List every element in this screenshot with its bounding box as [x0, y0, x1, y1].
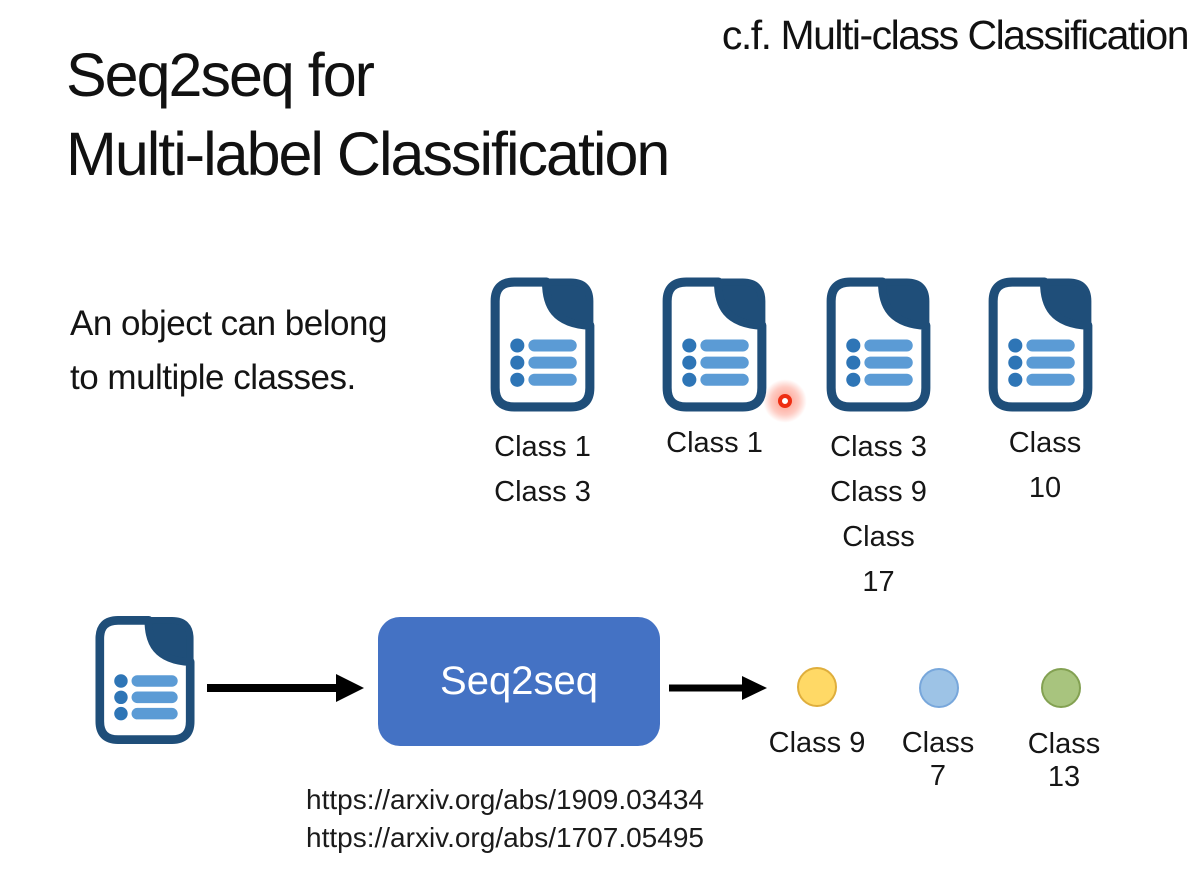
reference-url: https://arxiv.org/abs/1909.03434: [306, 784, 704, 815]
class-circle-green: [1041, 668, 1081, 708]
document-list-icon: [662, 277, 767, 412]
class-circle-blue: [919, 668, 959, 708]
seq2seq-box: Seq2seq: [378, 617, 660, 746]
class-label: Class 3: [494, 476, 591, 508]
corner-note: c.f. Multi-class Classification: [721, 12, 1190, 58]
output-class-label: Class 13: [1027, 728, 1101, 793]
right-arrow-icon: [207, 674, 364, 702]
output-class-label: Class 9: [768, 727, 866, 759]
reference-url: https://arxiv.org/abs/1707.05495: [306, 822, 704, 853]
reference-links: https://arxiv.org/abs/1909.03434 https:/…: [306, 781, 704, 857]
intro-text: An object can belong to multiple classes…: [70, 304, 387, 397]
example-doc-1-labels: Class 1 Class 3: [490, 425, 595, 515]
class-label: Class 1: [494, 431, 591, 463]
document-list-icon: [988, 277, 1093, 412]
class-label: Class 1: [666, 427, 763, 459]
class-circle-yellow: [797, 667, 837, 707]
seq2seq-label: Seq2seq: [440, 659, 598, 703]
class-label: Class 3: [830, 431, 927, 463]
output-class-label: Class 7: [901, 727, 975, 792]
class-label: Class 10: [1008, 427, 1082, 504]
example-doc-2-labels: Class 1: [662, 421, 767, 466]
flow-input-document-icon: [95, 616, 195, 744]
class-label: Class 9: [830, 476, 927, 508]
document-list-icon: [826, 277, 931, 412]
laser-pointer-dot: [778, 394, 792, 408]
example-doc-4-labels: Class 10: [990, 421, 1100, 511]
class-label: Class 17: [842, 521, 915, 598]
example-doc-3-labels: Class 3 Class 9 Class 17: [826, 425, 931, 605]
right-arrow-icon: [669, 676, 767, 700]
document-list-icon: [490, 277, 595, 412]
page-title: Seq2seq for Multi-label Classification: [66, 41, 670, 188]
